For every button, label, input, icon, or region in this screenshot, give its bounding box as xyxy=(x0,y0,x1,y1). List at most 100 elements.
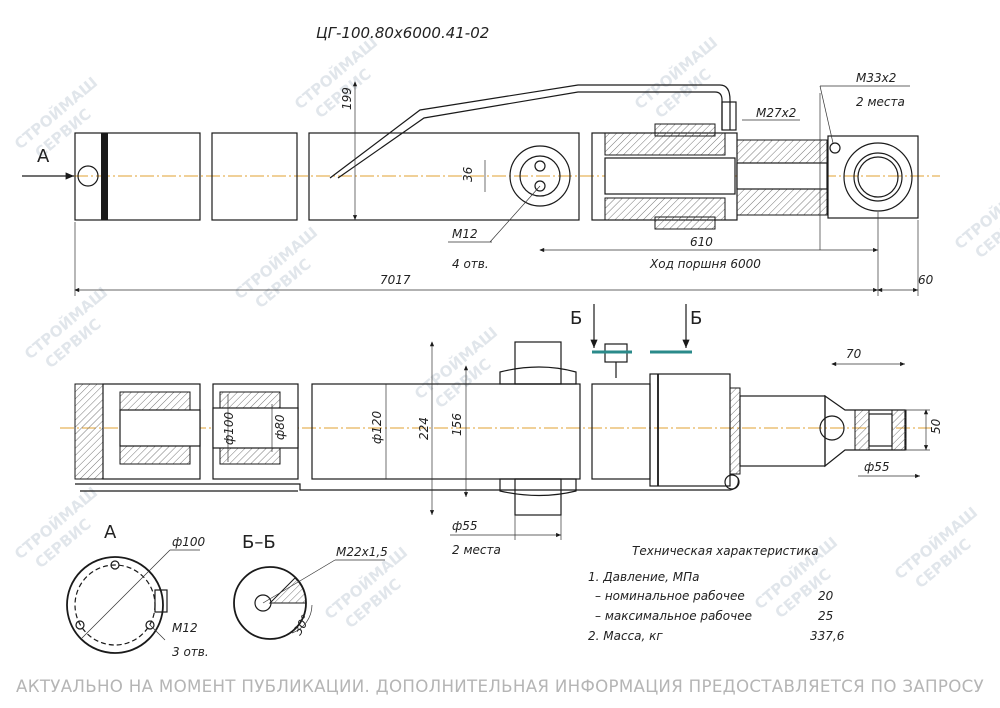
leader-m12 xyxy=(489,185,541,243)
rod-eye-bearing xyxy=(857,156,899,198)
dim-m33: М33х2 xyxy=(856,71,896,85)
oil-tube-side xyxy=(75,477,739,491)
spec-item2: 2. Масса, кг xyxy=(588,629,663,643)
detail-a-label: А xyxy=(104,522,117,543)
section-bb-hatch xyxy=(268,577,307,604)
cylinder-body-segment xyxy=(308,132,580,221)
bore-wall xyxy=(219,447,281,465)
cylinder-body-segment xyxy=(211,132,298,221)
tube-fitting xyxy=(724,474,740,490)
m12-hole xyxy=(534,180,546,192)
dim-60: 60 xyxy=(918,273,934,287)
dim-arc-30 xyxy=(291,604,313,634)
dim-d55a: ф55 xyxy=(452,519,478,533)
section-b-label-right: Б xyxy=(690,308,702,329)
gland xyxy=(654,216,716,230)
dim-m12: М12 xyxy=(452,227,478,241)
trunnion-outer xyxy=(509,145,571,207)
section-bb-leader xyxy=(262,559,336,604)
rod-eye-inner xyxy=(853,152,903,202)
rod-eye-bearing xyxy=(868,413,893,447)
dim-a-d100: ф100 xyxy=(172,535,206,549)
dim-d55b: ф55 xyxy=(864,460,890,474)
spec-heading: Техническая характеристика xyxy=(632,544,819,558)
rod-eye-section xyxy=(854,409,870,451)
trunnion-boss xyxy=(499,366,577,385)
trunnion-pin xyxy=(514,341,562,385)
piston-rod xyxy=(604,157,736,195)
detail-view-a: А ф100 М12 3 отв. xyxy=(66,522,209,659)
m12-hole xyxy=(534,160,546,172)
view-a-label: А xyxy=(37,146,50,167)
rod-eye-body xyxy=(827,135,919,219)
rear-cap-section xyxy=(74,383,104,480)
rod-bore xyxy=(736,162,828,190)
cylinder-body-segment xyxy=(74,132,201,221)
piston-section xyxy=(119,445,191,465)
rod-section xyxy=(212,407,299,449)
dim-stroke: Ход поршня 6000 xyxy=(649,257,761,271)
detail-a-outer xyxy=(66,556,164,654)
detail-a-hole xyxy=(75,620,85,630)
rear-band xyxy=(101,133,108,220)
leader-a-m12 xyxy=(149,624,166,641)
gland-section xyxy=(729,387,741,475)
bore-wall xyxy=(219,391,281,409)
dim-610: 610 xyxy=(690,235,713,249)
grease-fitting xyxy=(819,415,845,441)
dim-m27: М27х2 xyxy=(756,106,796,120)
dim-m12-note: 4 отв. xyxy=(452,257,489,271)
dim-7017: 7017 xyxy=(380,273,411,287)
spec-max-value: 25 xyxy=(818,609,833,623)
oil-tube-inner xyxy=(337,91,723,179)
piston-section xyxy=(119,391,191,411)
rod-section xyxy=(119,409,201,447)
spec-nominal-value: 20 xyxy=(818,589,834,603)
drawing-title: ЦГ-100.80х6000.41-02 xyxy=(316,24,489,42)
dim-70: 70 xyxy=(846,347,862,361)
trunnion-pin xyxy=(514,478,562,516)
dim-224: 224 xyxy=(417,417,431,440)
oil-tube xyxy=(329,84,731,179)
spec-nominal-label: – номинальное рабочее xyxy=(595,589,745,603)
trunnion-inner xyxy=(519,155,561,197)
dim-d120: ф120 xyxy=(370,410,384,444)
dim-bb-m22: М22х1,5 xyxy=(336,545,388,559)
piston-rod xyxy=(739,395,826,467)
section-bb-label: Б–Б xyxy=(242,532,276,553)
rod-eye-section xyxy=(891,409,907,451)
spec-item1: 1. Давление, МПа xyxy=(588,570,700,584)
rear-port xyxy=(77,165,99,187)
dim-36: 36 xyxy=(461,166,475,182)
detail-a-hole xyxy=(145,620,155,630)
dim-50: 50 xyxy=(929,418,943,434)
rod-eye-outer xyxy=(843,142,913,212)
side-view: Б Б ф80 ф100 ф120 224 156 ф55 2 места 70… xyxy=(60,304,943,557)
dim-a-m12: М12 xyxy=(172,621,198,635)
dim-d80: ф80 xyxy=(273,414,287,440)
leader-m33-arrow xyxy=(819,85,834,144)
dim-d55a-note: 2 места xyxy=(452,543,501,557)
dim-m33-note: 2 места xyxy=(856,95,905,109)
dim-a-m12-note: 3 отв. xyxy=(172,645,209,659)
top-view: А 199 36 М33х2 2 места М27х2 М12 4 отв. … xyxy=(22,71,940,296)
dim-line-a100 xyxy=(81,549,171,639)
cylinder-tube-end xyxy=(591,383,651,480)
detail-a-boss xyxy=(154,589,168,613)
tube-fitting xyxy=(721,101,737,131)
footer-disclaimer: АКТУАЛЬНО НА МОМЕНТ ПУБЛИКАЦИИ. ДОПОЛНИТ… xyxy=(16,677,984,697)
section-b-label-left: Б xyxy=(570,308,582,329)
cylinder-body xyxy=(311,383,581,480)
trunnion-boss xyxy=(499,478,577,497)
gland xyxy=(654,123,716,137)
tech-spec-table: Техническая характеристика 1. Давление, … xyxy=(588,544,845,643)
dim-d100: ф100 xyxy=(222,411,236,445)
dim-199: 199 xyxy=(340,87,354,110)
spec-mass-value: 337,6 xyxy=(810,629,845,643)
grease-fitting xyxy=(829,142,841,154)
dim-156: 156 xyxy=(450,413,464,436)
detail-a-hole xyxy=(110,560,120,570)
